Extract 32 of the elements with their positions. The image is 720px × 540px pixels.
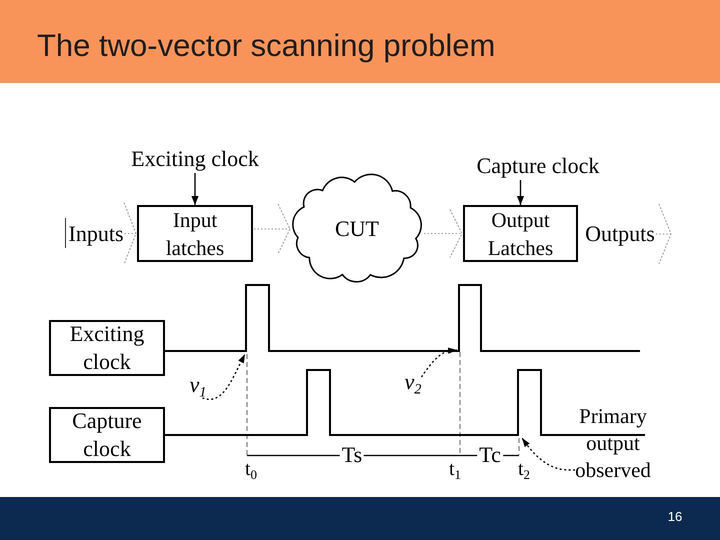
time-label: t$_{0}$ <box>244 457 258 481</box>
vector-label: v$_{2}$ <box>404 369 422 395</box>
box-label: Exciting clock <box>70 320 144 376</box>
slide-title: The two-vector scanning problem <box>37 28 496 64</box>
clock-waveform <box>164 368 647 437</box>
clock-box <box>49 407 165 463</box>
vector-label: v$_{1}$ <box>190 372 206 398</box>
time-label: t$_{1}$ <box>448 457 462 481</box>
chevron-arrow <box>424 209 462 258</box>
chevron-arrow <box>124 202 136 265</box>
clock-waveform <box>164 283 642 353</box>
chevron-arrow <box>655 204 672 264</box>
chevron-arrow <box>254 204 290 254</box>
latch-box <box>137 205 253 262</box>
page-number: 16 <box>668 509 682 525</box>
leader-line <box>521 438 576 471</box>
clock-label: Exciting clock <box>131 146 259 172</box>
leader-line <box>202 354 246 400</box>
clock-box <box>49 320 165 376</box>
box-label: Output Latches <box>488 206 554 262</box>
annotation-label: Primary output observed <box>575 403 651 484</box>
time-label: t$_{2}$ <box>518 457 530 481</box>
box-label: Input latches <box>166 206 224 262</box>
clock-label: Capture clock <box>476 153 600 179</box>
leader-line <box>420 348 458 378</box>
signal-label: Inputs <box>68 221 124 247</box>
arrow <box>516 180 524 205</box>
box-label: Capture clock <box>72 407 142 463</box>
arrow <box>191 173 199 205</box>
cloud-label: CUT <box>335 216 379 242</box>
signal-label: Outputs <box>585 221 655 247</box>
latch-box <box>463 205 578 262</box>
